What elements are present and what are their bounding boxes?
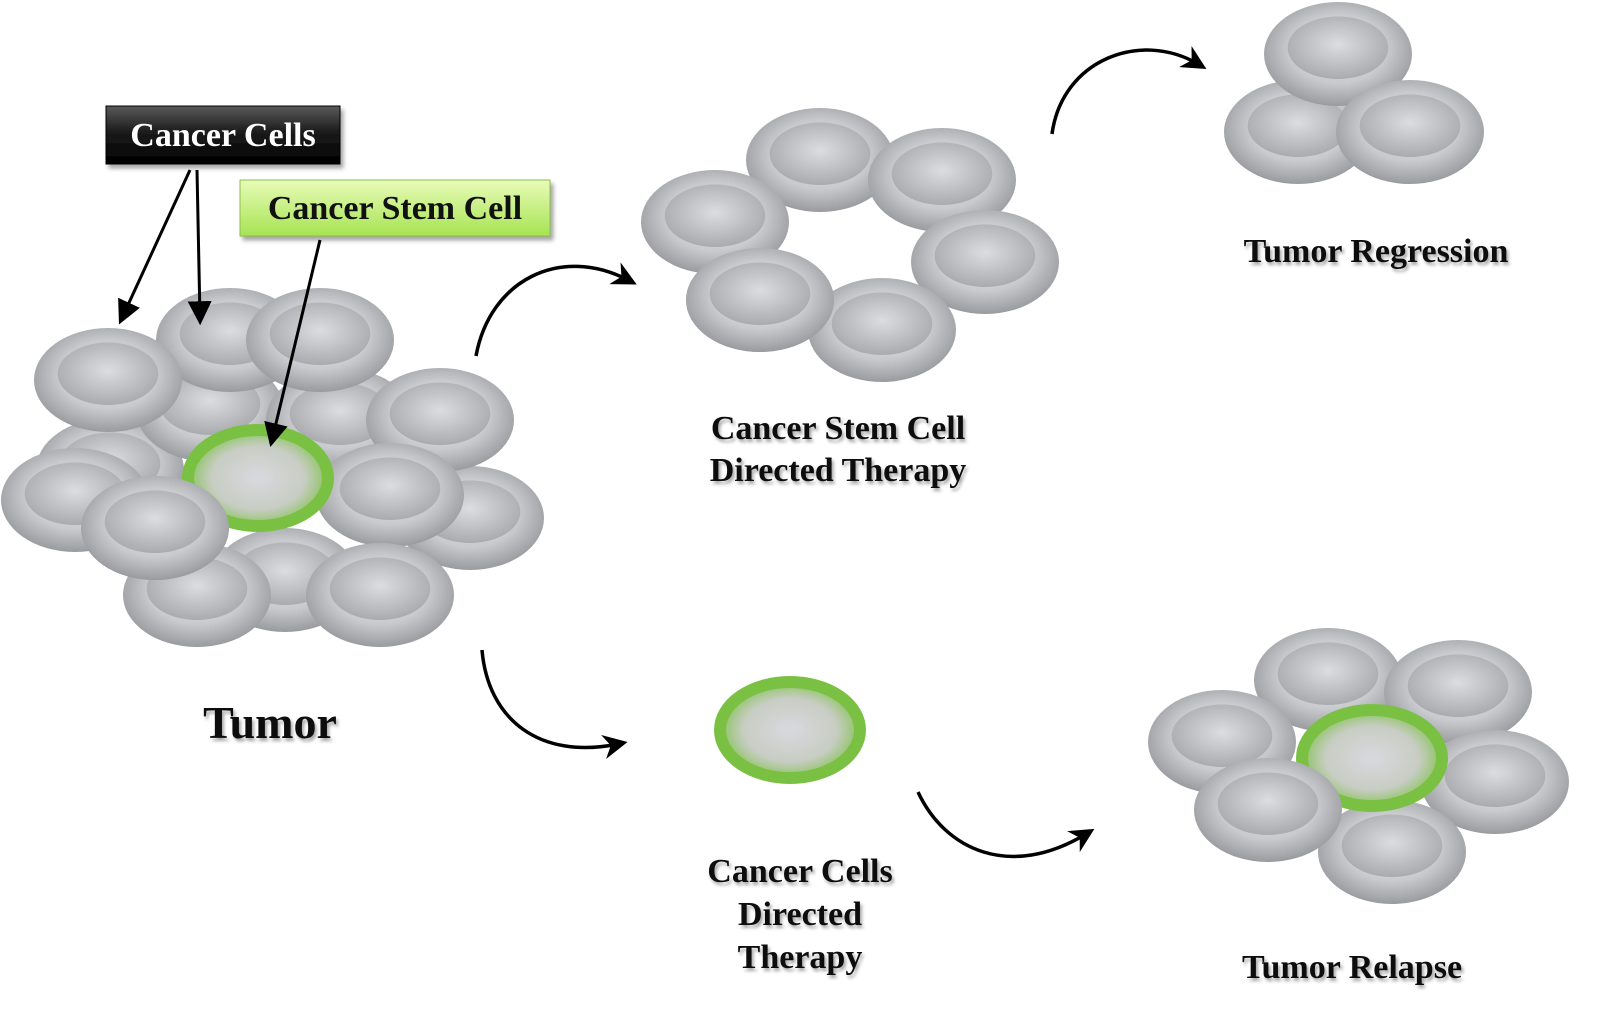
cancer-cell	[34, 328, 182, 432]
tumor-relapse-cluster	[1148, 628, 1569, 904]
cancer-cell	[641, 170, 789, 274]
pointer-to-stem-cell	[264, 239, 322, 448]
tumor-regression-label: Tumor Regression	[1244, 233, 1509, 270]
cancer-cell	[306, 543, 454, 647]
cancer-stem-cell-label-box: Cancer Stem Cell	[239, 179, 551, 237]
pointer-to-cancer-cell-2	[187, 169, 212, 326]
tumor-cluster	[1, 288, 544, 647]
tumor-regression-cluster	[1224, 2, 1484, 184]
cancer-stem-cell	[1296, 704, 1448, 812]
cancer-cells-label: Cancer Cells	[130, 117, 315, 154]
cancer-cell	[686, 248, 834, 352]
arrow-to-regression	[1050, 46, 1207, 135]
cancer-cells-label-box: Cancer Cells	[105, 105, 341, 165]
surviving-stem-cell	[714, 676, 866, 784]
arrow-to-cc-therapy	[480, 649, 628, 759]
cancer-cell	[246, 288, 394, 392]
cancer-cell	[316, 443, 464, 547]
csc-therapy-label-line1: Cancer Stem Cell	[711, 410, 965, 447]
cancer-cell	[746, 108, 894, 212]
arrow-to-relapse	[916, 791, 1095, 859]
arrow-to-csc-therapy	[474, 262, 637, 357]
csc-therapy-result-cluster	[641, 108, 1059, 382]
tumor-label: Tumor	[203, 697, 337, 748]
cancer-cell	[81, 476, 229, 580]
cancer-stem-cell	[182, 424, 334, 532]
csc-therapy-label-line2: Directed Therapy	[710, 452, 967, 489]
cc-therapy-label-line2: Directed	[738, 896, 862, 933]
pointer-lines	[118, 169, 322, 448]
cancer-stem-cell-label: Cancer Stem Cell	[268, 190, 522, 227]
tumor-relapse-label: Tumor Relapse	[1242, 949, 1462, 986]
cancer-cell	[911, 210, 1059, 314]
cancer-cell	[1336, 80, 1484, 184]
cancer-cell	[808, 278, 956, 382]
cancer-cell	[1318, 800, 1466, 904]
cc-therapy-label-line1: Cancer Cells	[707, 853, 892, 890]
pointer-to-cancer-cell-1	[118, 169, 192, 325]
cancer-cell	[868, 128, 1016, 232]
text-labels: Tumor Cancer Stem Cell Directed Therapy …	[203, 233, 1508, 986]
flow-arrows	[474, 46, 1207, 859]
cancer-stem-cell	[714, 676, 866, 784]
cc-therapy-label-line3: Therapy	[738, 939, 863, 976]
cancer-cell	[1224, 80, 1372, 184]
cancer-cell	[1194, 758, 1342, 862]
cancer-cell	[1264, 2, 1412, 106]
cancer-cell	[1421, 730, 1569, 834]
